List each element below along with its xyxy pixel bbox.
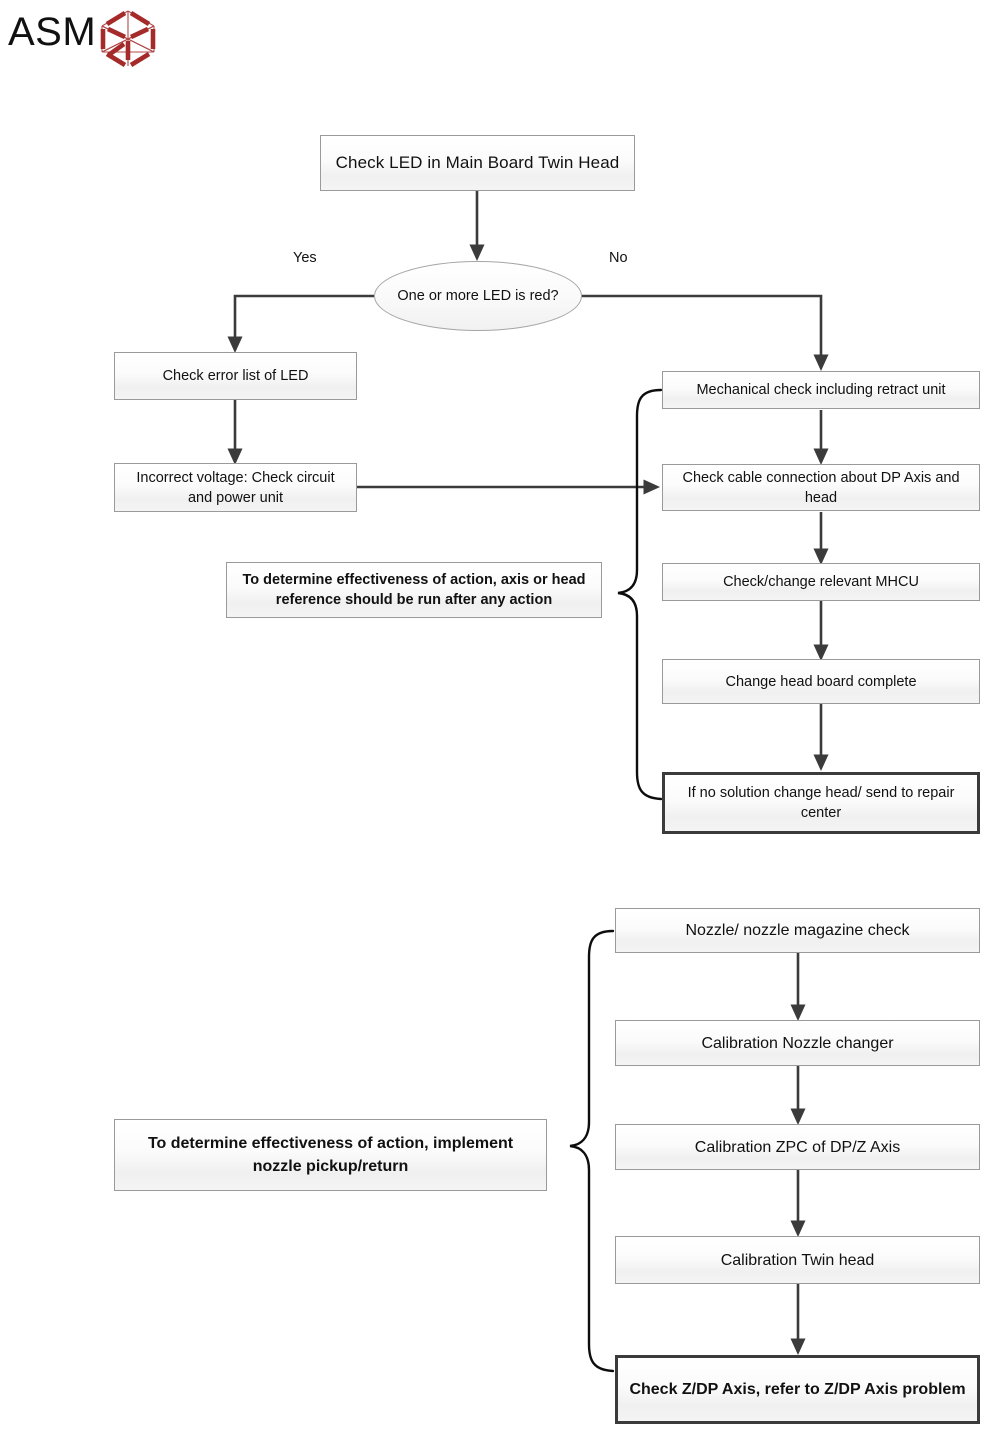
node-calibration-twin-head[interactable]: Calibration Twin head	[615, 1236, 980, 1284]
node-decision-led-red[interactable]: One or more LED is red?	[374, 261, 582, 331]
edge-no-to-mechanical-check	[581, 294, 829, 372]
node-calibration-zpc-dp-z-axis[interactable]: Calibration ZPC of DP/Z Axis	[615, 1124, 980, 1170]
edge-label-no: No	[609, 250, 628, 266]
node-nozzle-magazine-check[interactable]: Nozzle/ nozzle magazine check	[615, 908, 980, 953]
brace-bottom-note	[569, 929, 615, 1373]
note-nozzle-pickup-return: To determine effectiveness of action, im…	[114, 1119, 547, 1191]
node-check-change-mhcu[interactable]: Check/change relevant MHCU	[662, 563, 980, 601]
asm-hexagon-logo-icon	[100, 10, 156, 67]
edge-label-yes: Yes	[293, 250, 317, 266]
brand-name: ASM	[8, 10, 97, 54]
node-incorrect-voltage[interactable]: Incorrect voltage: Check circuit and pow…	[114, 463, 357, 512]
brand-logo: ASM	[8, 6, 168, 70]
node-calibration-nozzle-changer[interactable]: Calibration Nozzle changer	[615, 1020, 980, 1066]
node-check-z-dp-axis[interactable]: Check Z/DP Axis, refer to Z/DP Axis prob…	[615, 1355, 980, 1424]
node-check-error-list[interactable]: Check error list of LED	[114, 352, 357, 400]
node-check-cable-connection[interactable]: Check cable connection about DP Axis and…	[662, 464, 980, 511]
node-mechanical-check[interactable]: Mechanical check including retract unit	[662, 371, 980, 409]
node-check-led-main-board[interactable]: Check LED in Main Board Twin Head	[320, 135, 635, 191]
node-change-head-board[interactable]: Change head board complete	[662, 659, 980, 704]
node-if-no-solution-change-head[interactable]: If no solution change head/ send to repa…	[662, 772, 980, 834]
brace-top-note	[617, 388, 663, 801]
note-axis-head-reference: To determine effectiveness of action, ax…	[226, 562, 602, 618]
edge-yes-to-check-error-list	[227, 294, 374, 354]
